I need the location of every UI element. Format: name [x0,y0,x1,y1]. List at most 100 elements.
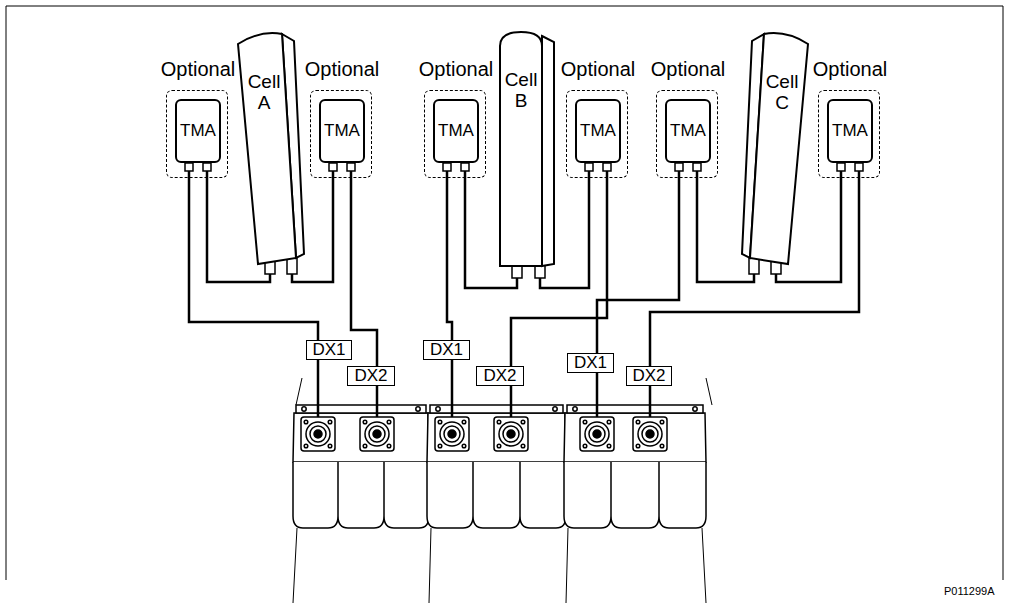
optional-box: TMAOptional [656,90,718,178]
cable-marker: DX2 [632,367,665,386]
unit-top [427,413,566,462]
tma-box: TMA [433,99,479,163]
frame [6,6,1003,580]
cable [596,373,599,418]
tma-box: TMA [175,99,221,163]
antenna-connector [360,417,394,451]
tma-port [461,163,469,171]
optional-label: Optional [282,58,402,80]
cable-label: DX2 [347,366,395,386]
cable [447,163,452,340]
tma-port [603,163,611,171]
rack-leg [566,528,568,603]
tma-port [693,163,701,171]
antenna-connector [301,417,335,451]
tma-label: TMA [580,122,616,141]
screw [573,407,577,411]
cell-label: Cell B [502,70,540,112]
antenna-port [749,258,759,274]
optional-label: Optional [790,58,910,80]
cable [376,386,379,418]
rack-leg [293,528,297,603]
antenna-panel [742,33,808,274]
unit-top [293,413,429,462]
cable [317,360,320,418]
optional-box: TMAOptional [566,90,628,178]
optional-box: TMAOptional [424,90,486,178]
antenna: Cell B [496,26,558,278]
tma-label: TMA [180,122,216,141]
cable-label: DX1 [306,340,352,360]
cable-marker: DX1 [574,354,607,373]
unit-plate [567,405,703,413]
tma-label: TMA [324,122,360,141]
unit-plate [296,405,426,413]
cable-label: DX1 [567,353,614,373]
unit-plate [430,405,563,413]
heatsink-fins [564,462,706,528]
tma-port [675,163,683,171]
rack-leg [429,528,431,603]
antenna-connector [633,417,667,451]
tma-label: TMA [832,122,868,141]
heatsink-fins [293,462,429,528]
figure-number: P011299A [944,585,1014,597]
cable-label: DX1 [423,340,470,360]
rack-line [706,378,712,405]
cable [510,386,513,418]
antenna-outline [496,26,558,278]
cable-marker: DX1 [430,341,463,360]
tma-port [855,163,863,171]
antenna-face [750,33,808,264]
cell-label: Cell A [246,72,282,114]
screw [302,407,306,411]
antenna: Cell C [740,30,808,274]
rack-line [296,378,302,405]
tma-port [347,163,355,171]
screw [553,407,557,411]
tma-port [203,163,211,171]
antenna-connector [494,417,528,451]
tma-box: TMA [665,99,711,163]
cable-label: DX2 [476,366,524,386]
antenna-panel [500,32,554,278]
tma-port [837,163,845,171]
cable [351,163,377,366]
antenna-side [542,36,554,266]
cable [649,386,652,418]
cable [451,360,454,418]
antenna-face [238,33,296,264]
antenna: Cell A [238,30,306,274]
heatsink-fins [427,462,566,528]
tma-box: TMA [319,99,365,163]
tma-port [185,163,193,171]
tma-label: TMA [438,122,474,141]
antenna-outline [740,30,808,274]
antenna-panel [238,33,304,274]
antenna-connector [580,417,614,451]
tma-box: TMA [575,99,621,163]
antenna-port [287,258,297,274]
screw [436,407,440,411]
screw [693,407,697,411]
optional-box: TMAOptional [818,90,880,178]
cable-marker: DX2 [483,367,516,386]
tma-port [443,163,451,171]
cable-marker: DX2 [354,367,387,386]
tma-box: TMA [827,99,873,163]
radio-units [293,378,712,603]
optional-label: Optional [538,58,658,80]
optional-box: TMAOptional [310,90,372,178]
antenna-outline [238,30,306,274]
antenna-connector [435,417,469,451]
tma-label: TMA [670,122,706,141]
screw [416,407,420,411]
antenna-face [500,32,542,266]
optional-box: TMAOptional [166,90,228,178]
optional-label: Optional [396,58,516,80]
cable [597,163,679,353]
tma-port [329,163,337,171]
tma-port [585,163,593,171]
rack-leg [702,528,706,603]
